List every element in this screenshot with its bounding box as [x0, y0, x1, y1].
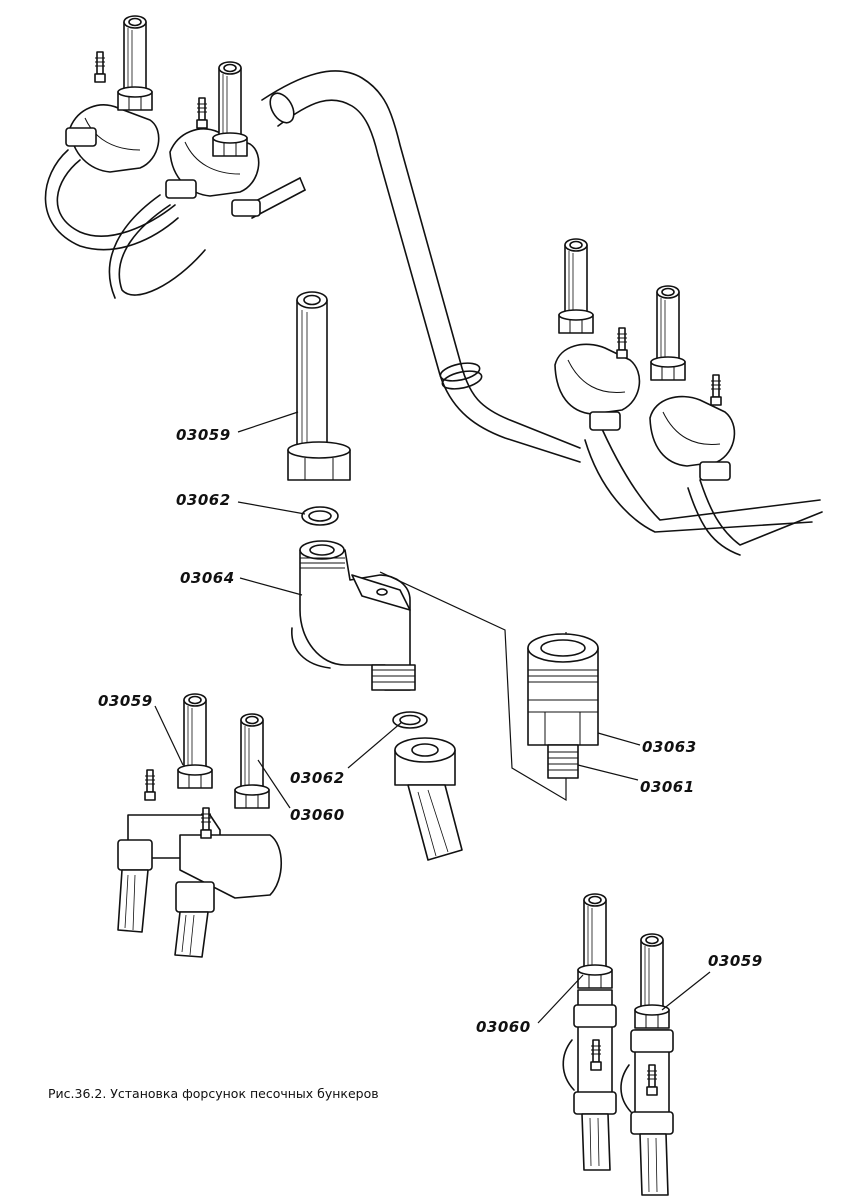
label-03062-bottom: 03062 [290, 769, 345, 787]
label-03061: 03061 [640, 778, 695, 796]
bottom-right-nozzle-assembly [562, 893, 674, 1196]
top-right-nozzle-assembly [554, 238, 823, 556]
label-03060-right: 03060 [476, 1018, 531, 1036]
label-03062-top: 03062 [176, 491, 231, 509]
bottom-left-nozzle-assembly [117, 693, 282, 958]
connecting-pipe [261, 70, 581, 463]
top-left-nozzle-assembly [44, 15, 306, 299]
label-03060-left: 03060 [290, 806, 345, 824]
label-03059-top: 03059 [176, 426, 231, 444]
label-03059-left: 03059 [98, 692, 153, 710]
label-03064: 03064 [180, 569, 235, 587]
figure-caption: Рис.36.2. Установка форсунок песочных бу… [48, 1086, 379, 1101]
exploded-assembly [287, 291, 599, 861]
leader-lines [154, 411, 711, 1024]
label-03059-right: 03059 [708, 952, 763, 970]
label-03063: 03063 [642, 738, 697, 756]
